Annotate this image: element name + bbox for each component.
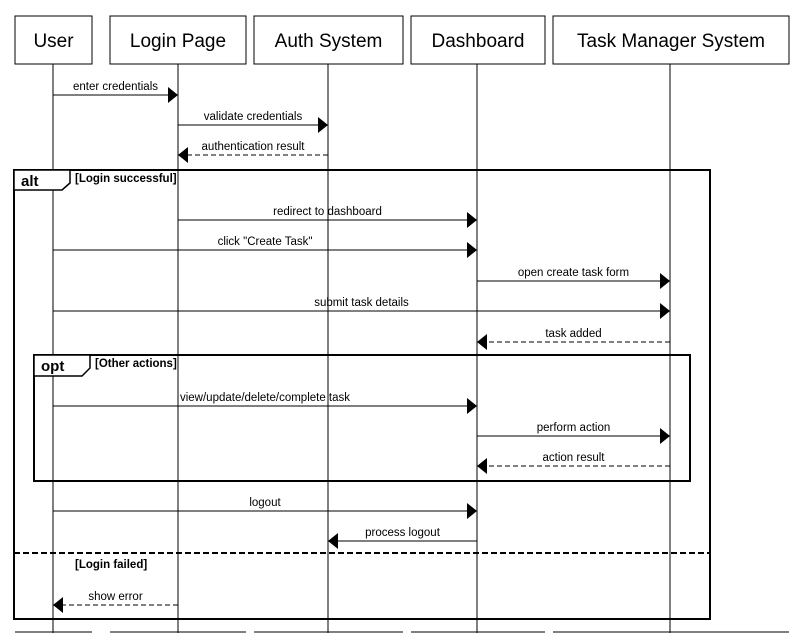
message-label: task added <box>545 328 601 340</box>
lifelines <box>52 64 671 633</box>
opt-guard: [Other actions] <box>95 358 177 370</box>
message-label: authentication result <box>202 141 306 153</box>
participant-label: Login Page <box>130 31 226 52</box>
arrowhead <box>467 503 477 519</box>
message-label: view/update/delete/complete task <box>180 392 350 404</box>
message: view/update/delete/complete task <box>53 392 477 414</box>
message: enter credentials <box>53 81 178 103</box>
alt-fragment: alt [Login successful] [Login failed] <box>13 169 711 620</box>
arrowhead <box>467 398 477 414</box>
message-label: enter credentials <box>73 81 158 93</box>
arrowhead <box>318 117 328 133</box>
arrowhead <box>477 458 487 474</box>
opt-fragment: opt [Other actions] <box>33 354 691 482</box>
message: authentication result <box>178 141 328 163</box>
message: show error <box>53 591 178 613</box>
message-label: redirect to dashboard <box>273 206 382 218</box>
arrowhead <box>660 273 670 289</box>
arrowhead <box>660 303 670 319</box>
participant-label: Auth System <box>275 31 383 52</box>
alt-guard: [Login successful] <box>75 173 177 185</box>
messages: enter credentials validate credentials aut… <box>53 81 670 613</box>
participant-task-manager-system: Task Manager System <box>552 15 790 65</box>
message-label: action result <box>542 452 605 464</box>
message: validate credentials <box>178 111 328 133</box>
alt-else-guard: [Login failed] <box>75 559 147 571</box>
message-label: submit task details <box>314 297 409 309</box>
message-label: click "Create Task" <box>218 236 313 248</box>
participant-login-page: Login Page <box>109 15 247 65</box>
message: task added <box>477 328 670 350</box>
message-label: logout <box>249 497 281 509</box>
arrowhead <box>168 87 178 103</box>
participant-dashboard: Dashboard <box>410 15 546 65</box>
opt-keyword: opt <box>41 358 64 375</box>
message: submit task details <box>53 297 670 319</box>
arrowhead <box>328 533 338 549</box>
message: click "Create Task" <box>53 236 477 258</box>
message: redirect to dashboard <box>178 206 477 228</box>
message-label: show error <box>88 591 142 603</box>
participant-user: User <box>14 15 93 65</box>
participant-label: User <box>33 31 74 52</box>
participant-label: Task Manager System <box>577 31 765 52</box>
participant-auth-system: Auth System <box>253 15 404 65</box>
arrowhead <box>467 212 477 228</box>
message: process logout <box>328 527 477 549</box>
message-label: validate credentials <box>204 111 303 123</box>
message: open create task form <box>477 267 670 289</box>
alt-keyword: alt <box>21 173 39 190</box>
arrowhead <box>477 334 487 350</box>
message: perform action <box>477 422 670 444</box>
message-label: perform action <box>537 422 611 434</box>
arrowhead <box>467 242 477 258</box>
message: action result <box>477 452 670 474</box>
message-label: process logout <box>365 527 441 539</box>
arrowhead <box>660 428 670 444</box>
message: logout <box>53 497 477 519</box>
participant-label: Dashboard <box>432 31 525 52</box>
arrowhead <box>53 597 63 613</box>
arrowhead <box>178 147 188 163</box>
message-label: open create task form <box>518 267 629 279</box>
